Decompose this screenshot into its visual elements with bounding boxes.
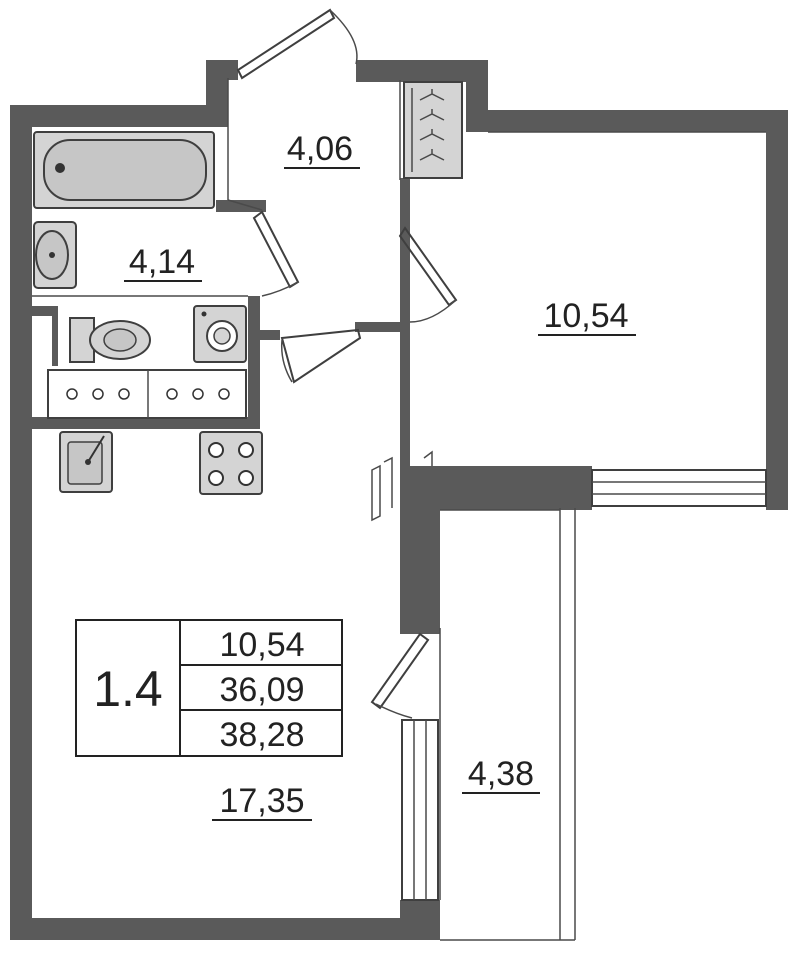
sink-icon <box>33 221 77 289</box>
bedroom-door[interactable] <box>398 226 458 323</box>
window-kitchen <box>401 719 439 901</box>
wall-hall-left-lower <box>216 200 266 212</box>
apartment-code: 1.4 <box>93 661 163 717</box>
washing-machine-icon <box>193 305 247 363</box>
wall-central-column <box>400 466 440 634</box>
living-area-value: 10,54 <box>219 626 304 664</box>
room-label-bedroom: 10,54 <box>538 297 636 336</box>
total-area-value: 36,09 <box>219 671 304 709</box>
walls <box>10 60 788 940</box>
room-label-balcony: 4,38 <box>462 755 540 794</box>
corridor-marks <box>371 450 433 522</box>
kitchen-door[interactable] <box>280 328 362 384</box>
kitchen-counter <box>47 369 247 419</box>
bathroom-area: 4,14 <box>129 243 195 281</box>
window-bedroom <box>591 469 767 507</box>
wall-toilet-niche-side <box>52 306 58 366</box>
room-label-kitchen-living: 17,35 <box>212 782 312 821</box>
wall-outlines <box>32 78 766 941</box>
room-label-bathroom: 4,14 <box>124 243 202 282</box>
wall-bottom-left <box>10 918 402 940</box>
wall-bedroom-right <box>766 110 788 510</box>
toilet-icon <box>69 317 151 363</box>
wall-hall-top <box>356 60 486 82</box>
balcony-door[interactable] <box>370 632 430 719</box>
wall-left <box>10 105 32 940</box>
bathroom-door[interactable] <box>252 210 300 297</box>
kitchen-living-area: 17,35 <box>219 782 304 820</box>
wall-top-left <box>10 105 226 127</box>
wardrobe-hanger-icon <box>403 81 463 179</box>
balcony-area: 4,38 <box>468 755 534 793</box>
wall-toilet-niche <box>30 306 58 316</box>
wall-bath-bottom <box>30 417 260 429</box>
wall-vestibule-left-cap <box>206 60 238 80</box>
total-with-balcony-value: 38,28 <box>219 716 304 754</box>
bathtub-icon <box>33 131 215 209</box>
stove-icon <box>199 431 263 495</box>
wall-bath-right <box>248 296 260 426</box>
hall-area: 4,06 <box>287 130 353 168</box>
entrance-door[interactable] <box>236 8 358 80</box>
wall-hall-bottom-right <box>355 322 410 332</box>
area-summary-table: 1.4 10,54 36,09 38,28 <box>75 619 343 757</box>
room-label-hall: 4,06 <box>284 130 360 169</box>
wall-bottom-pier <box>400 900 440 940</box>
wall-hall-bottom <box>260 330 280 340</box>
kitchen-sink-icon <box>59 431 113 493</box>
wall-bedroom-top <box>466 110 788 132</box>
bedroom-area: 10,54 <box>543 297 628 335</box>
